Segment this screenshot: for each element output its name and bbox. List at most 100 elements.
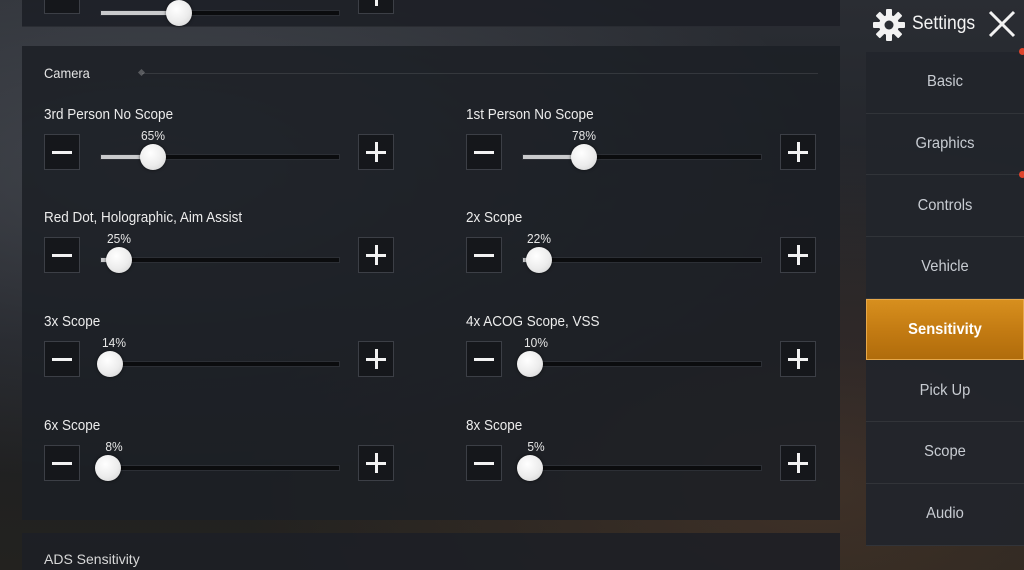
slider-track bbox=[522, 257, 762, 263]
notification-dot bbox=[1019, 48, 1024, 55]
sensitivity-slider[interactable]: 14% bbox=[96, 335, 340, 377]
setting-label: 1st Person No Scope bbox=[466, 106, 594, 123]
sidebar-item-label: Pick Up bbox=[919, 381, 971, 399]
increase-button[interactable] bbox=[358, 237, 394, 273]
section-title: Camera bbox=[44, 65, 90, 81]
close-icon[interactable] bbox=[986, 8, 1018, 40]
minus-icon bbox=[52, 254, 72, 257]
previous-slider[interactable] bbox=[100, 0, 340, 50]
sensitivity-slider[interactable]: 22% bbox=[522, 231, 762, 273]
increase-button[interactable] bbox=[358, 341, 394, 377]
setting-label: 3x Scope bbox=[44, 313, 101, 330]
slider-value: 65% bbox=[140, 128, 165, 143]
setting-6x-scope: 6x Scope 8% bbox=[44, 417, 398, 507]
sidebar-item-audio[interactable]: Audio bbox=[866, 483, 1024, 546]
slider-track bbox=[522, 361, 762, 367]
minus-icon bbox=[474, 462, 494, 465]
decrease-button[interactable] bbox=[44, 341, 80, 377]
slider-track bbox=[522, 154, 762, 160]
slider-value: 5% bbox=[527, 439, 545, 454]
minus-icon bbox=[52, 151, 72, 154]
slider-fill bbox=[101, 155, 154, 159]
setting-label: 6x Scope bbox=[44, 417, 101, 434]
decrease-button[interactable] bbox=[44, 0, 80, 14]
setting-label: 8x Scope bbox=[466, 417, 523, 434]
sidebar-item-label: Controls bbox=[917, 196, 973, 214]
increase-button[interactable] bbox=[780, 341, 816, 377]
sidebar-item-pick-up[interactable]: Pick Up bbox=[866, 360, 1024, 423]
setting-label: Red Dot, Holographic, Aim Assist bbox=[44, 209, 243, 226]
setting-2x-scope: 2x Scope 22% bbox=[466, 209, 820, 299]
increase-button[interactable] bbox=[780, 445, 816, 481]
slider-fill bbox=[101, 11, 181, 15]
slider-fill bbox=[523, 155, 586, 159]
setting-label: 4x ACOG Scope, VSS bbox=[466, 313, 600, 330]
slider-value: 25% bbox=[107, 231, 132, 246]
minus-icon bbox=[52, 462, 72, 465]
sidebar-item-label: Scope bbox=[924, 443, 966, 461]
slider-track bbox=[100, 10, 340, 16]
slider-track bbox=[100, 257, 340, 263]
increase-button[interactable] bbox=[358, 134, 394, 170]
sensitivity-slider[interactable]: 78% bbox=[522, 128, 762, 170]
minus-icon bbox=[474, 151, 494, 154]
sidebar-item-sensitivity[interactable]: Sensitivity bbox=[866, 298, 1024, 361]
minus-icon bbox=[474, 254, 494, 257]
slider-thumb[interactable] bbox=[96, 351, 123, 377]
setting-label: 2x Scope bbox=[466, 209, 523, 226]
setting-8x-scope: 8x Scope 5% bbox=[466, 417, 820, 507]
slider-value: 78% bbox=[572, 128, 597, 143]
decrease-button[interactable] bbox=[466, 341, 502, 377]
slider-thumb[interactable] bbox=[517, 455, 543, 481]
decrease-button[interactable] bbox=[44, 134, 80, 170]
sidebar-item-label: Sensitivity bbox=[908, 320, 982, 338]
notification-dot bbox=[1019, 171, 1024, 179]
sidebar-header: Settings bbox=[866, 0, 1024, 50]
sidebar-item-label: Audio bbox=[926, 505, 964, 523]
decrease-button[interactable] bbox=[44, 445, 80, 481]
sidebar-item-label: Basic bbox=[927, 73, 963, 91]
sidebar-item-label: Graphics bbox=[915, 135, 975, 153]
slider-thumb[interactable] bbox=[139, 144, 166, 170]
slider-thumb[interactable] bbox=[166, 0, 193, 26]
sensitivity-slider[interactable]: 10% bbox=[517, 335, 762, 377]
decrease-button[interactable] bbox=[466, 445, 502, 481]
increase-button[interactable] bbox=[780, 237, 816, 273]
gear-icon bbox=[873, 9, 905, 41]
slider-thumb[interactable] bbox=[106, 247, 133, 273]
slider-thumb[interactable] bbox=[95, 455, 121, 481]
setting-label: 3rd Person No Scope bbox=[44, 106, 174, 123]
camera-section-panel: Camera 3rd Person No Scope 65% 1st Person … bbox=[22, 46, 840, 520]
sidebar-item-graphics[interactable]: Graphics bbox=[866, 113, 1024, 176]
next-section-panel: ADS Sensitivity bbox=[22, 533, 840, 570]
increase-button[interactable] bbox=[780, 134, 816, 170]
slider-value: 14% bbox=[102, 335, 126, 350]
setting-1st-person-no-scope: 1st Person No Scope 78% bbox=[466, 106, 820, 196]
setting-4x-acog-scope-vss: 4x ACOG Scope, VSS 10% bbox=[466, 313, 820, 403]
decrease-button[interactable] bbox=[466, 134, 502, 170]
minus-icon bbox=[52, 358, 72, 361]
decrease-button[interactable] bbox=[466, 237, 502, 273]
slider-thumb[interactable] bbox=[517, 351, 543, 377]
decrease-button[interactable] bbox=[44, 237, 80, 273]
sensitivity-slider[interactable]: 8% bbox=[95, 439, 340, 481]
sidebar-item-basic[interactable]: Basic bbox=[866, 48, 1024, 114]
increase-button[interactable] bbox=[358, 445, 394, 481]
sensitivity-slider[interactable]: 65% bbox=[100, 128, 340, 170]
previous-setting bbox=[44, 0, 398, 78]
increase-button[interactable] bbox=[358, 0, 394, 14]
slider-track bbox=[522, 465, 762, 471]
sensitivity-slider[interactable]: 5% bbox=[517, 439, 762, 481]
slider-thumb[interactable] bbox=[525, 247, 552, 273]
slider-thumb[interactable] bbox=[571, 144, 598, 170]
sensitivity-slider[interactable]: 25% bbox=[100, 231, 340, 273]
sidebar-item-controls[interactable]: Controls bbox=[866, 171, 1024, 238]
next-section-title: ADS Sensitivity bbox=[44, 551, 140, 567]
sidebar-item-vehicle[interactable]: Vehicle bbox=[866, 237, 1024, 299]
sidebar-item-scope[interactable]: Scope bbox=[866, 422, 1024, 484]
slider-value: 8% bbox=[105, 439, 123, 454]
